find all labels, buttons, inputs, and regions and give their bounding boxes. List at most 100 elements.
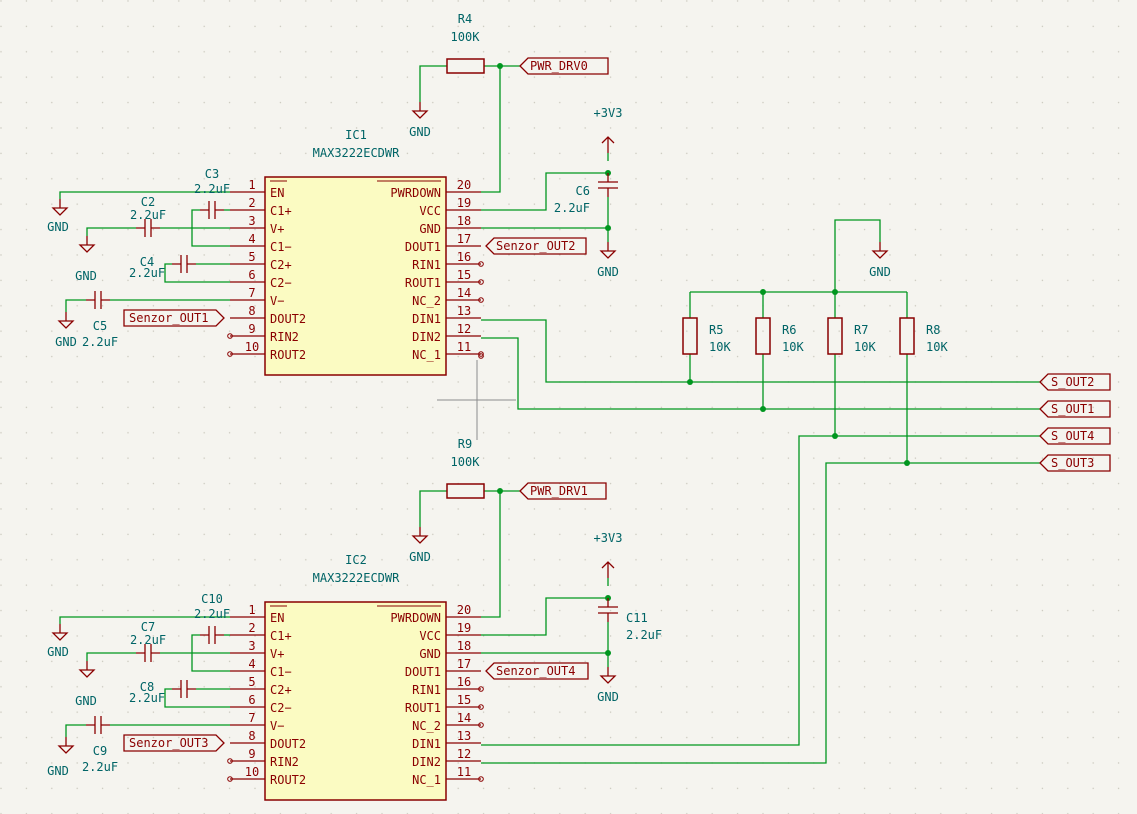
cap-ref: C10 xyxy=(201,592,223,606)
ic-ref: IC1 xyxy=(345,128,367,142)
res-ref: R9 xyxy=(458,437,472,451)
pin-number: 4 xyxy=(248,232,255,246)
ic-body xyxy=(264,601,447,801)
resistor xyxy=(682,317,698,355)
junction-dot xyxy=(904,460,910,466)
pin-number: 8 xyxy=(248,729,255,743)
capacitor xyxy=(200,201,224,219)
pin-number: 17 xyxy=(457,657,471,671)
pin-number: 14 xyxy=(457,286,471,300)
pin-number: 6 xyxy=(248,268,255,282)
capacitor xyxy=(172,255,196,273)
gnd-symbol xyxy=(51,624,69,641)
pin-name: ROUT1 xyxy=(405,701,441,715)
pin-number: 9 xyxy=(248,747,255,761)
pin-number: 18 xyxy=(457,214,471,228)
resistor xyxy=(446,58,485,74)
pin-name: C2− xyxy=(270,276,292,290)
pin-number: 18 xyxy=(457,639,471,653)
pin-number: 17 xyxy=(457,232,471,246)
ic-body xyxy=(264,176,447,376)
v33-symbol xyxy=(601,136,615,153)
wire xyxy=(481,66,501,193)
pin-name: V+ xyxy=(270,222,284,236)
gnd-label: GND xyxy=(47,220,69,234)
no-connect-marker xyxy=(227,776,233,782)
pin-name: EN xyxy=(270,611,284,625)
pin-name: DOUT1 xyxy=(405,665,441,679)
res-ref: R4 xyxy=(458,12,472,26)
pin-number: 10 xyxy=(245,340,259,354)
pin-name: C2+ xyxy=(270,683,292,697)
capacitor xyxy=(136,219,160,237)
capacitor xyxy=(86,291,110,309)
cap-value: 2.2uF xyxy=(130,633,166,647)
pin-number: 10 xyxy=(245,765,259,779)
pin-name: RIN1 xyxy=(412,258,441,272)
senzor-label xyxy=(123,734,225,752)
pin-name: GND xyxy=(419,222,441,236)
pin-name: EN xyxy=(270,186,284,200)
wire xyxy=(65,299,86,312)
cap-value: 2.2uF xyxy=(82,335,118,349)
gnd-label: GND xyxy=(409,125,431,139)
senzor-label xyxy=(485,662,589,680)
junction-dot xyxy=(832,433,838,439)
cap-ref: C8 xyxy=(140,680,154,694)
no-connect-marker xyxy=(478,351,484,357)
gnd-symbol xyxy=(599,242,617,259)
pin-number: 2 xyxy=(248,621,255,635)
wire xyxy=(481,491,501,618)
pin-name: NC_2 xyxy=(412,294,441,308)
resistor xyxy=(899,317,915,355)
cap-value: 2.2uF xyxy=(130,208,166,222)
cap-value: 2.2uF xyxy=(129,691,165,705)
pin-number: 3 xyxy=(248,639,255,653)
pin-name: VCC xyxy=(419,204,441,218)
pin-number: 13 xyxy=(457,729,471,743)
no-connect-marker xyxy=(227,351,233,357)
junction-dot xyxy=(497,63,503,69)
no-connect-marker xyxy=(227,758,233,764)
pin-number: 15 xyxy=(457,268,471,282)
wire xyxy=(191,209,230,247)
pin-name: V− xyxy=(270,719,284,733)
res-value: 100K xyxy=(451,30,481,44)
no-connect-marker xyxy=(478,353,484,359)
pin-number: 11 xyxy=(457,765,471,779)
s-out4-label xyxy=(1039,427,1111,445)
res-value: 10K xyxy=(926,340,948,354)
pin-number: 2 xyxy=(248,196,255,210)
gnd-label: GND xyxy=(75,269,97,283)
pin-name: C2+ xyxy=(270,258,292,272)
gnd-label: GND xyxy=(47,764,69,778)
no-connect-marker xyxy=(478,686,484,692)
cap-ref: C4 xyxy=(140,255,154,269)
pin-name: DOUT2 xyxy=(270,737,306,751)
pin-name: RIN1 xyxy=(412,683,441,697)
gnd-symbol xyxy=(78,236,96,253)
pin-number: 20 xyxy=(457,178,471,192)
pin-number: 6 xyxy=(248,693,255,707)
no-connect-marker xyxy=(478,279,484,285)
pin-number: 16 xyxy=(457,675,471,689)
pin-name: DIN2 xyxy=(412,330,441,344)
gnd-label: GND xyxy=(55,335,77,349)
wire xyxy=(164,263,230,283)
pin-number: 19 xyxy=(457,196,471,210)
s-out4-label-text: S_OUT4 xyxy=(1051,429,1094,443)
gnd-label: GND xyxy=(75,694,97,708)
pin-name: C1− xyxy=(270,240,292,254)
senzor-label-text: Senzor_OUT3 xyxy=(129,736,208,750)
senzor-label-text: Senzor_OUT1 xyxy=(129,311,208,325)
ic-ref: IC2 xyxy=(345,553,367,567)
s-out2-label xyxy=(1039,373,1111,391)
gnd-label: GND xyxy=(409,550,431,564)
s-out3-label-text: S_OUT3 xyxy=(1051,456,1094,470)
gnd-symbol xyxy=(51,199,69,216)
cap-ref: C9 xyxy=(93,744,107,758)
wire xyxy=(481,435,1040,746)
pin-name: PWRDOWN xyxy=(390,611,441,625)
wire xyxy=(834,219,881,242)
gnd-label: GND xyxy=(597,690,619,704)
